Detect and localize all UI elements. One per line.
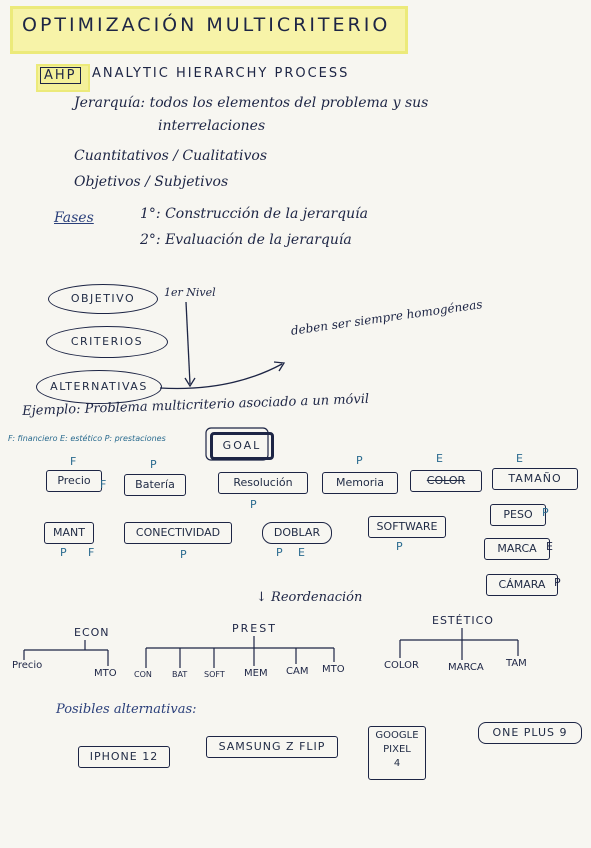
- jerarquia-line1: Jerarquía: todos los elementos del probl…: [74, 95, 429, 111]
- alternativas-oval: ALTERNATIVAS: [36, 370, 162, 404]
- tag-bateria: P: [150, 458, 157, 471]
- leaf-precio: Precio: [12, 660, 43, 671]
- criterio-doblar: DOBLAR: [262, 522, 332, 544]
- criterios-oval: CRITERIOS: [46, 326, 168, 358]
- criterio-precio: Precio: [46, 470, 102, 492]
- tag-peso: P: [542, 506, 549, 519]
- criterio-software: SOFTWARE: [368, 516, 446, 538]
- fase2-text: 2°: Evaluación de la jerarquía: [140, 232, 352, 248]
- tag-color: E: [436, 452, 443, 465]
- leaf-bat: BAT: [172, 670, 188, 679]
- alt-google: GOOGLE PIXEL 4: [368, 726, 426, 780]
- tag-mant-p: P: [60, 546, 67, 559]
- page-title: OPTIMIZACIÓN MULTICRITERIO: [22, 14, 391, 36]
- alt-google-l1: GOOGLE: [375, 730, 419, 741]
- leaf-marca: MARCA: [448, 662, 484, 673]
- jerarquia-line2: interrelaciones: [158, 118, 266, 134]
- criterio-mant: MANT: [44, 522, 94, 544]
- nivel-label: 1er Nivel: [164, 286, 216, 299]
- ejemplo-sub: F: financiero E: estético P: prestacione…: [8, 434, 166, 443]
- reordenacion-label: ↓ Reordenación: [256, 590, 362, 605]
- fase1-text: 1°: Construcción de la jerarquía: [140, 206, 368, 222]
- tag-mant-f: F: [88, 546, 95, 559]
- fases-label: Fases: [54, 210, 94, 226]
- leaf-soft: SOFT: [204, 670, 225, 679]
- ahp-highlight: [36, 64, 90, 92]
- criterio-camara: CÁMARA: [486, 574, 558, 596]
- criterio-color: COLOR: [410, 470, 482, 492]
- criterios-label: CRITERIOS: [70, 335, 144, 348]
- cuantitativos-text: Cuantitativos / Cualitativos: [74, 148, 268, 164]
- title-highlight: [10, 6, 408, 54]
- leaf-tam: TAM: [506, 658, 527, 669]
- tag-doblar-e: E: [298, 546, 305, 559]
- criterio-conectividad: CONECTIVIDAD: [124, 522, 232, 544]
- criterio-bateria: Batería: [124, 474, 186, 496]
- goal-label: GOAL: [222, 439, 262, 452]
- leaf-color: COLOR: [384, 660, 419, 671]
- tag-resolucion: P: [250, 498, 257, 511]
- group-estetico: ESTÉTICO: [432, 614, 494, 627]
- alternativas-label: Posibles alternativas:: [56, 702, 197, 717]
- ahp-tag: AHP: [40, 67, 81, 84]
- objetivos-text: Objetivos / Subjetivos: [74, 174, 229, 190]
- group-prest: PREST: [232, 622, 277, 635]
- criterio-marca: MARCA: [484, 538, 550, 560]
- alt-iphone: IPHONE 12: [78, 746, 170, 768]
- leaf-mem: MEM: [244, 668, 268, 679]
- leaf-mto2: MTO: [322, 664, 345, 675]
- objetivo-label: OBJETIVO: [70, 292, 136, 305]
- tag-memoria: P: [356, 454, 363, 467]
- tag-software: P: [396, 540, 403, 553]
- criterio-peso: PESO: [490, 504, 546, 526]
- tag-tamano: E: [516, 452, 523, 465]
- group-econ: ECON: [74, 626, 110, 639]
- tag-marca: E: [546, 540, 553, 553]
- ahp-name: ANALYTIC HIERARCHY PROCESS: [92, 66, 350, 81]
- leaf-mto1: MTO: [94, 668, 117, 679]
- tag-precio-right: F: [100, 478, 107, 491]
- reordenacion-text: Reordenación: [271, 590, 363, 605]
- goal-box: GOAL: [210, 432, 274, 460]
- alt-oneplus: ONE PLUS 9: [478, 722, 582, 744]
- leaf-cam: CAM: [286, 666, 309, 677]
- criterio-resolucion: Resolución: [218, 472, 308, 494]
- tag-precio-top: F: [70, 455, 77, 468]
- objetivo-oval: OBJETIVO: [48, 284, 158, 314]
- tag-camara: P: [554, 576, 561, 589]
- alt-samsung: SAMSUNG Z FLIP: [206, 736, 338, 758]
- tag-conectividad: P: [180, 548, 187, 561]
- alternativas-label: ALTERNATIVAS: [50, 380, 148, 393]
- alt-google-l3: 4: [393, 758, 401, 769]
- alt-google-l2: PIXEL: [383, 744, 411, 755]
- criterio-tamano: TAMAÑO: [492, 468, 578, 490]
- tag-doblar-p: P: [276, 546, 283, 559]
- criterio-memoria: Memoria: [322, 472, 398, 494]
- leaf-con: CON: [134, 670, 152, 679]
- down-arrow-icon: ↓: [256, 590, 267, 605]
